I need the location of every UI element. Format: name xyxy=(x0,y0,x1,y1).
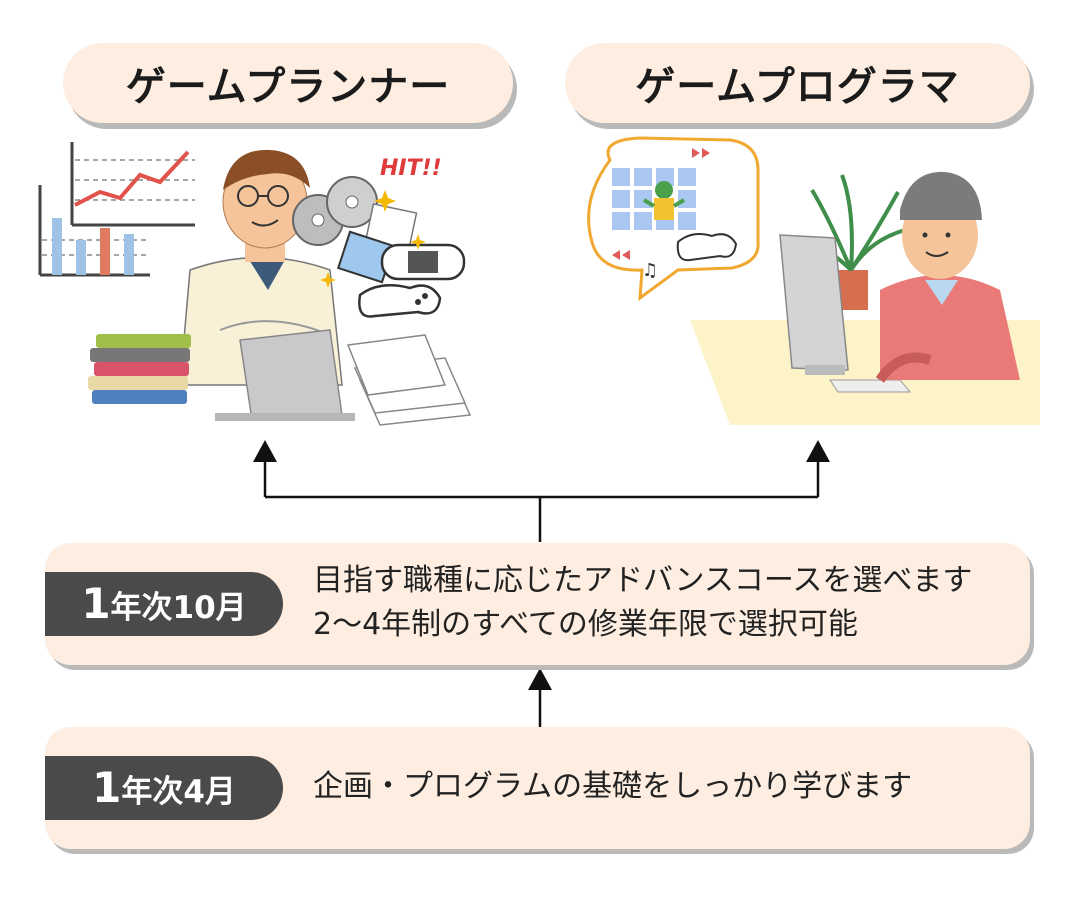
programmer-title: ゲームプログラマ xyxy=(635,64,960,110)
planner-title: ゲームプランナー xyxy=(125,64,451,110)
stage-description: 目指す職種に応じたアドバンスコースを選べます 2〜4年制のすべての修業年限で選択… xyxy=(313,559,972,647)
speech-bubble-icon: ♫ xyxy=(587,136,760,302)
planner-illustration: HIT!! xyxy=(38,142,472,426)
stage-tag-number: 1 xyxy=(92,763,122,812)
description-line: 2〜4年制のすべての修業年限で選択可能 xyxy=(313,607,858,642)
robot-character-icon xyxy=(642,181,686,220)
stage-tag-label: 年次4月 xyxy=(121,774,236,810)
programmer-illustration: ♫ xyxy=(587,136,1040,425)
hit-label: HIT!! xyxy=(380,156,442,181)
programmer-person-icon xyxy=(875,171,1020,383)
growth-chart-icon xyxy=(38,142,195,277)
stage-tag-label: 年次10月 xyxy=(110,590,247,626)
gamepad-icon xyxy=(358,283,442,318)
disc-icon xyxy=(292,176,378,246)
books-icon xyxy=(88,334,191,404)
music-note-icon: ♫ xyxy=(642,260,658,281)
planner-person-icon xyxy=(179,149,343,386)
programmer-title-pill: ゲームプログラマ xyxy=(565,43,1030,123)
arrow-up-icon xyxy=(253,440,277,462)
description-line: 企画・プログラムの基礎をしっかり学びます xyxy=(313,769,913,804)
planner-title-pill: ゲームプランナー xyxy=(63,43,513,123)
arrow-up-icon xyxy=(528,668,552,690)
gamepad-icon xyxy=(676,233,738,262)
sparkle-icon xyxy=(320,190,426,288)
stage-description: 企画・プログラムの基礎をしっかり学びます xyxy=(313,765,912,809)
laptop-icon xyxy=(215,329,355,421)
monitor-icon xyxy=(779,234,912,393)
papers-icon xyxy=(346,334,472,426)
arrow-up-icon xyxy=(806,440,830,462)
stage-tag-number: 1 xyxy=(81,579,111,628)
description-line: 目指す職種に応じたアドバンスコースを選べます xyxy=(313,563,973,598)
handheld-console-icon xyxy=(380,243,466,281)
